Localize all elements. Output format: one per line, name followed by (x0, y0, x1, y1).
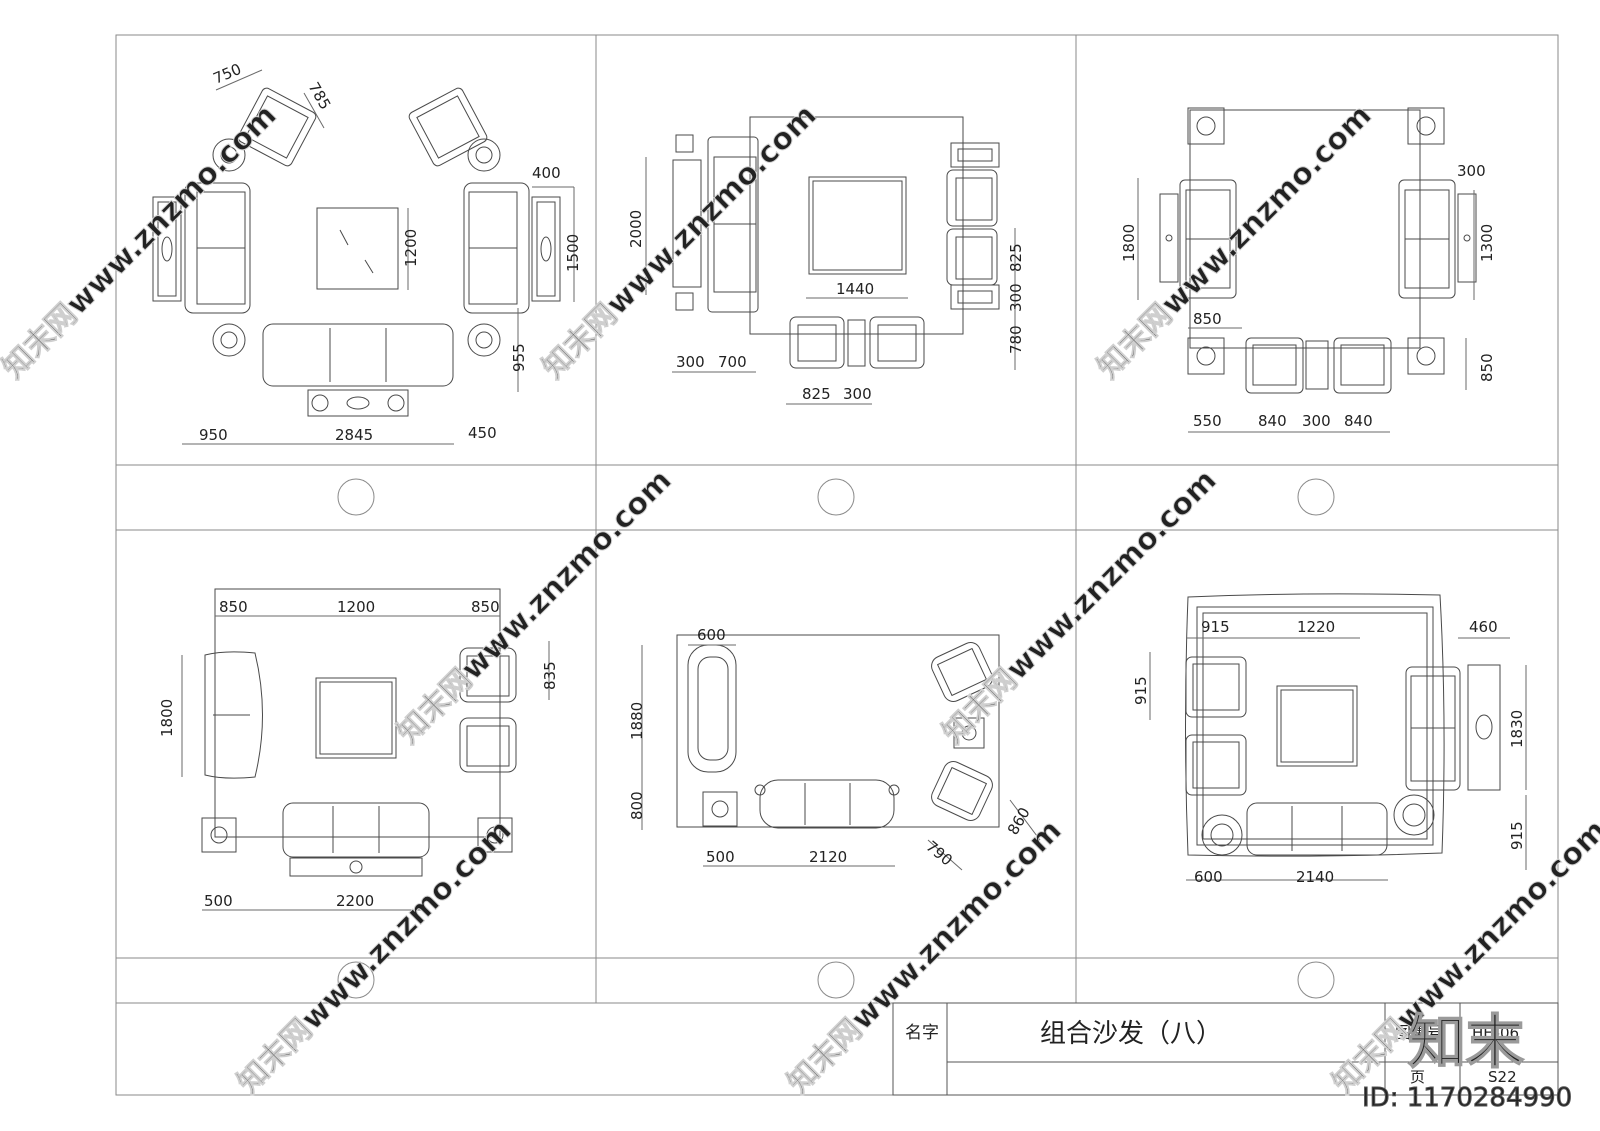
page-value: S22 (1488, 1068, 1517, 1086)
dim-label: 600 (697, 626, 726, 644)
dim-label: 955 (510, 343, 528, 372)
dim-label: 400 (532, 164, 561, 182)
dim-label: 2200 (336, 892, 374, 910)
panel-3-plan (1159, 107, 1477, 394)
dim-label: 300 (1007, 283, 1025, 312)
dim-label: 500 (204, 892, 233, 910)
dim-label: 840 (1258, 412, 1287, 430)
dim-label: 915 (1132, 676, 1150, 705)
dim-label: 800 (628, 791, 646, 820)
drawing-title: 组合沙发（八） (1040, 1019, 1222, 1049)
dim-label: 1440 (836, 280, 874, 298)
dim-label: 1880 (628, 702, 646, 740)
dim-label: 300 (843, 385, 872, 403)
dim-label: 785 (305, 79, 335, 113)
dim-label: 2140 (1296, 868, 1334, 886)
dim-label: 850 (471, 598, 500, 616)
watermark-text: 知末网www.znzmo.com (0, 98, 284, 386)
watermark-text: 知末网www.znzmo.com (936, 463, 1224, 751)
dim-label: 780 (1007, 325, 1025, 354)
dim-label: 700 (718, 353, 747, 371)
dim-label: 1220 (1297, 618, 1335, 636)
dim-label: 1200 (402, 229, 420, 267)
panel-1-plan (152, 87, 561, 417)
dimension-labels: 750 785 400 1200 1500 955 950 2845 450 2… (158, 60, 1526, 910)
watermark-text: 知末网www.znzmo.com (231, 813, 519, 1101)
dim-label: 1800 (158, 699, 176, 737)
dim-label: 850 (219, 598, 248, 616)
dim-label: 950 (199, 426, 228, 444)
dim-label: 2120 (809, 848, 847, 866)
atlas-value: HH-06 (1472, 1024, 1519, 1042)
dim-label: 840 (1344, 412, 1373, 430)
name-label: 名字 (905, 1023, 939, 1043)
dim-label: 460 (1469, 618, 1498, 636)
panel-6-plan (1185, 593, 1501, 857)
dim-label: 500 (706, 848, 735, 866)
dim-label: 825 (1007, 243, 1025, 272)
dim-label: 1300 (1478, 224, 1496, 262)
dim-label: 750 (211, 60, 244, 88)
panel-5-plan (676, 634, 1000, 829)
sheet-frame (115, 34, 1559, 1096)
panel-2-plan (672, 116, 1000, 369)
dim-label: 300 (676, 353, 705, 371)
dim-label: 300 (1457, 162, 1486, 180)
dim-label: 1830 (1508, 710, 1526, 748)
dim-label: 850 (1193, 310, 1222, 328)
dim-label: 835 (541, 661, 559, 690)
dimension-lines (181, 69, 1527, 911)
dim-label: 915 (1508, 821, 1526, 850)
dim-label: 1500 (564, 234, 582, 272)
dim-label: 2000 (627, 210, 645, 248)
title-block: 名字 组合沙发（八） 图集号 HH-06 页 S22 (892, 1002, 1559, 1096)
atlas-label: 图集号 (1395, 1023, 1443, 1042)
dim-label: 450 (468, 424, 497, 442)
dim-label: 600 (1194, 868, 1223, 886)
page-label: 页 (1410, 1068, 1425, 1086)
watermark-id: ID: 1170284990 (1362, 1083, 1572, 1113)
dim-label: 1200 (337, 598, 375, 616)
dim-label: 915 (1201, 618, 1230, 636)
dim-label: 300 (1302, 412, 1331, 430)
dim-label: 1800 (1120, 224, 1138, 262)
dim-label: 850 (1478, 353, 1496, 382)
watermark-logo: 知末 (1408, 1008, 1524, 1076)
panel-4-plan (201, 588, 517, 877)
dim-label: 790 (922, 837, 956, 869)
dim-label: 825 (802, 385, 831, 403)
dim-label: 2845 (335, 426, 373, 444)
dim-label: 550 (1193, 412, 1222, 430)
